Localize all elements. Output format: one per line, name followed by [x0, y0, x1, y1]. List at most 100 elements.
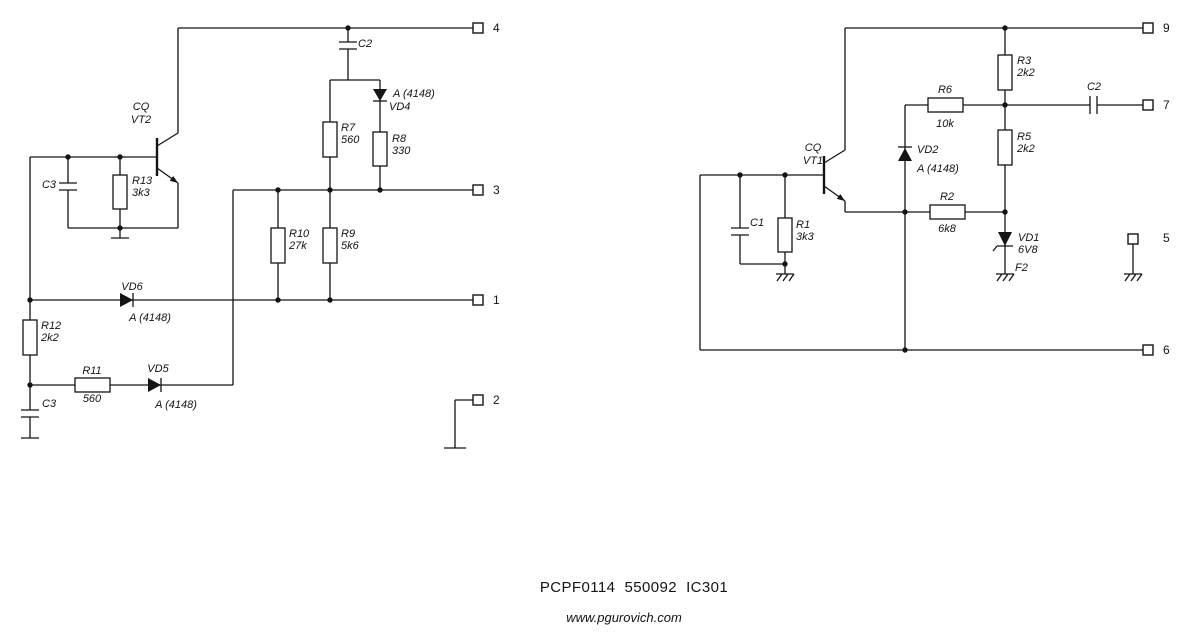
- terminal-7: 7: [1142, 98, 1170, 112]
- vd5-triangle: [148, 378, 161, 392]
- r13-body: [112, 174, 128, 210]
- capacitor-c3-top: C3: [42, 179, 77, 191]
- r8-name-label: R8: [392, 133, 407, 145]
- junction-dot: [327, 187, 333, 193]
- r13-value-label: 3k3: [132, 187, 151, 199]
- right-junction-dots: [737, 25, 1008, 353]
- terminal-7-label: 7: [1163, 98, 1170, 112]
- resistor-r2: R2 6k8: [929, 191, 966, 235]
- r2-name-label: R2: [940, 191, 954, 203]
- resistor-r13: R13 3k3: [112, 174, 153, 210]
- c2-left-plates: [339, 41, 357, 50]
- r1-value-label: 3k3: [796, 231, 815, 243]
- diode-vd2: VD2 A (4148): [898, 144, 959, 175]
- junction-dot: [117, 154, 123, 160]
- c1-plates: [731, 227, 749, 236]
- junction-dot: [1002, 25, 1008, 31]
- terminal-2: 2: [472, 393, 500, 407]
- terminal-5-label: 5: [1163, 231, 1170, 245]
- left-circuit: CQ VT2 C3 R13 3k3 C2 A (4148) VD4: [21, 21, 500, 449]
- resistor-r3: R3 2k2: [997, 54, 1035, 91]
- junction-dot: [117, 225, 123, 231]
- capacitor-c2-left: C2: [339, 38, 372, 50]
- junction-dot: [1002, 102, 1008, 108]
- left-junction-dots: [27, 25, 383, 388]
- junction-dot: [1002, 209, 1008, 215]
- vt2-prefix-label: CQ: [133, 101, 150, 113]
- r7-body: [322, 121, 338, 158]
- junction-dot: [902, 347, 908, 353]
- r11-name-label: R11: [82, 365, 101, 377]
- c2-right-plates: [1089, 96, 1098, 114]
- terminal-7-pad: [1142, 99, 1154, 111]
- c2-right-label: C2: [1087, 81, 1101, 93]
- vt2-collector-lead: [156, 132, 179, 147]
- terminal-6: 6: [1142, 343, 1170, 357]
- junction-dot: [902, 209, 908, 215]
- junction-dot: [275, 187, 281, 193]
- r3-body: [997, 54, 1013, 91]
- ground-symbol-r1: [776, 273, 795, 282]
- terminal-5: 5: [1127, 231, 1170, 245]
- resistor-r9: R9 5k6: [322, 227, 360, 264]
- r2-body: [929, 204, 966, 220]
- vd5-name-label: VD5: [147, 363, 169, 375]
- terminal-1: 1: [472, 293, 500, 307]
- r12-name-label: R12: [41, 320, 61, 332]
- r3-value-label: 2k2: [1016, 67, 1035, 79]
- terminal-3-label: 3: [493, 183, 500, 197]
- vd1-cathode-bar: [992, 245, 1013, 252]
- r11-body: [74, 377, 111, 393]
- r5-name-label: R5: [1017, 131, 1032, 143]
- capacitor-c3-bottom: C3: [21, 398, 57, 418]
- r6-value-label: 10k: [936, 118, 954, 130]
- resistor-r10: R10 27k: [270, 227, 310, 264]
- terminal-4-label: 4: [493, 21, 500, 35]
- right-wires: [699, 27, 1143, 351]
- right-circuit: CQ VT1 C1 R1 3k3 VD2 A (4148) R6 10k: [699, 21, 1170, 357]
- c1-label: C1: [750, 217, 764, 229]
- transistor-vt2: CQ VT2: [131, 101, 179, 184]
- junction-dot: [65, 154, 71, 160]
- vd1-fuse-label: F2: [1015, 262, 1028, 274]
- vd4-type-label: A (4148): [392, 88, 435, 100]
- r10-name-label: R10: [289, 228, 310, 240]
- terminal-1-label: 1: [493, 293, 500, 307]
- r5-body: [997, 129, 1013, 166]
- r7-value-label: 560: [341, 134, 360, 146]
- terminal-6-pad: [1142, 344, 1154, 356]
- junction-dot: [27, 297, 33, 303]
- vt1-name-label: VT1: [803, 155, 823, 167]
- resistor-r12: R12 2k2: [22, 319, 61, 356]
- diode-vd4: A (4148) VD4: [373, 88, 435, 113]
- terminal-6-label: 6: [1163, 343, 1170, 357]
- ground-symbol-vd1: [996, 273, 1015, 282]
- r12-value-label: 2k2: [40, 332, 59, 344]
- vd6-name-label: VD6: [121, 281, 143, 293]
- r9-name-label: R9: [341, 228, 355, 240]
- terminal-9: 9: [1142, 21, 1170, 35]
- r5-value-label: 2k2: [1016, 143, 1035, 155]
- junction-dot: [27, 382, 33, 388]
- part-number-text: PCPF0114 550092 IC301: [540, 579, 728, 596]
- terminal-3-pad: [472, 184, 484, 196]
- c2-left-label: C2: [358, 38, 372, 50]
- vt1-collector-lead: [823, 149, 846, 164]
- r2-value-label: 6k8: [938, 223, 957, 235]
- c3-top-label: C3: [42, 179, 57, 191]
- resistor-r7: R7 560: [322, 121, 360, 158]
- r9-value-label: 5k6: [341, 240, 360, 252]
- r9-body: [322, 227, 338, 264]
- r8-body: [372, 131, 388, 167]
- r1-name-label: R1: [796, 219, 810, 231]
- r10-body: [270, 227, 286, 264]
- c3-bottom-label: C3: [42, 398, 57, 410]
- r13-name-label: R13: [132, 175, 153, 187]
- terminal-5-pad: [1127, 233, 1139, 245]
- r12-body: [22, 319, 38, 356]
- vd6-type-label: A (4148): [128, 312, 171, 324]
- junction-dot: [345, 25, 351, 31]
- r1-body: [777, 217, 793, 253]
